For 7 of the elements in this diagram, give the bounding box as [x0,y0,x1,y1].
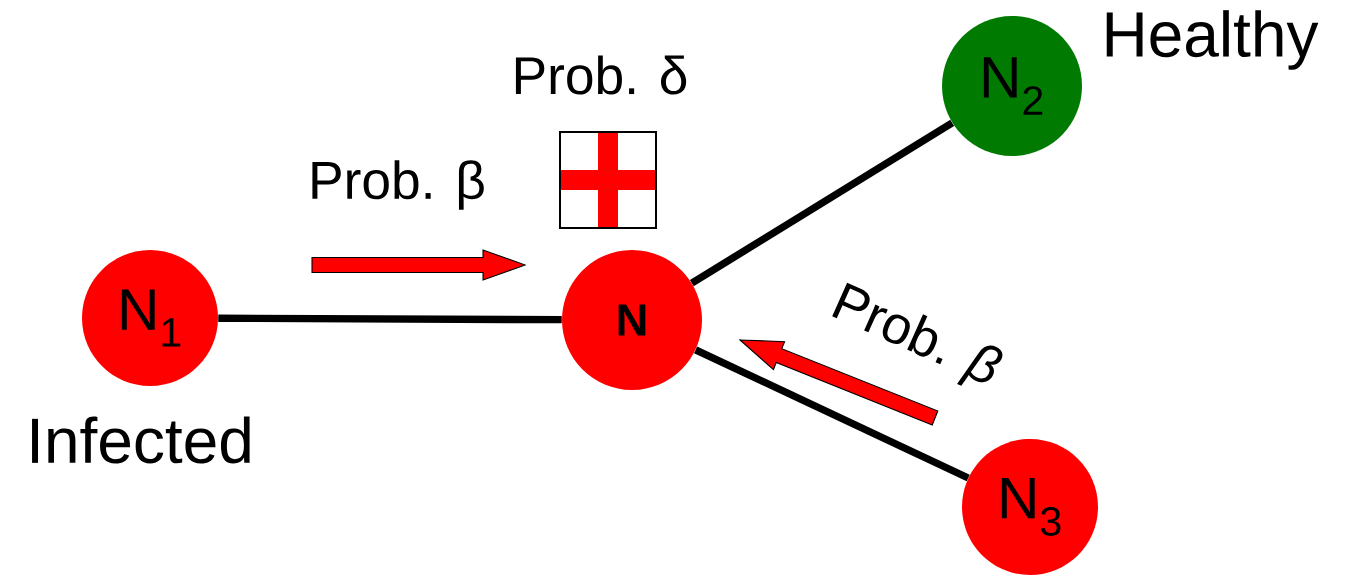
state-label: Healthy [1106,10,1319,70]
probability-label: Prob. δ [515,55,687,95]
probability-label: Prob. β [312,160,484,210]
link-line [694,346,970,482]
link-line [689,119,955,287]
probability-label: Prob. β [832,282,1003,386]
state-label: Infected [32,416,250,464]
